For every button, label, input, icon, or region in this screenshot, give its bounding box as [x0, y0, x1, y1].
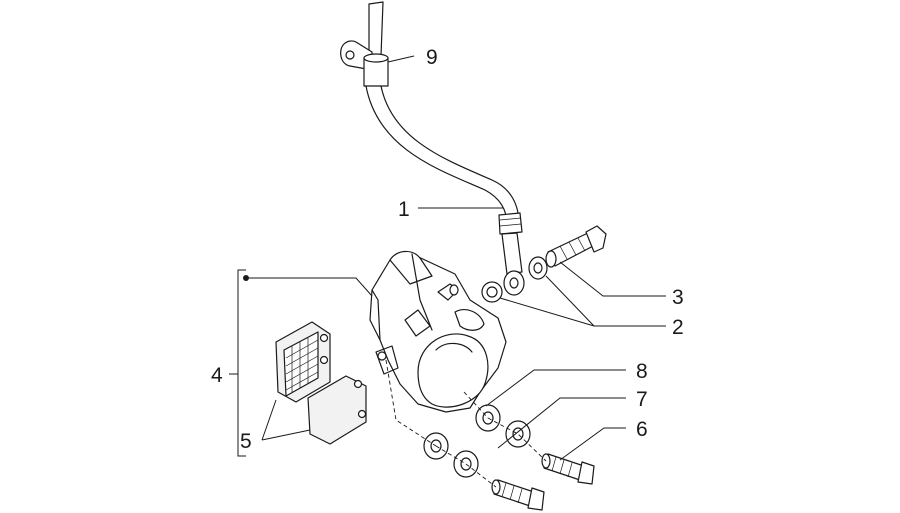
- callout-2: 2: [672, 316, 684, 339]
- leader-lines: [229, 55, 666, 461]
- brake-pads: [275, 321, 367, 445]
- assembly-lines: [385, 359, 547, 488]
- sealing-washers: [481, 256, 548, 303]
- callout-7: 7: [636, 388, 648, 411]
- callout-3: 3: [672, 286, 684, 309]
- brake-hose: [340, 1, 525, 296]
- leader-dot: [243, 275, 249, 281]
- callout-5: 5: [240, 430, 252, 453]
- washers: [423, 404, 531, 478]
- caliper-body: [369, 250, 507, 413]
- callout-9: 9: [426, 46, 438, 69]
- fixing-screws: [491, 453, 595, 511]
- callout-1: 1: [398, 198, 410, 221]
- callout-6: 6: [636, 418, 648, 441]
- callout-8: 8: [636, 360, 648, 383]
- banjo-bolt: [545, 225, 607, 268]
- callout-4: 4: [211, 364, 223, 387]
